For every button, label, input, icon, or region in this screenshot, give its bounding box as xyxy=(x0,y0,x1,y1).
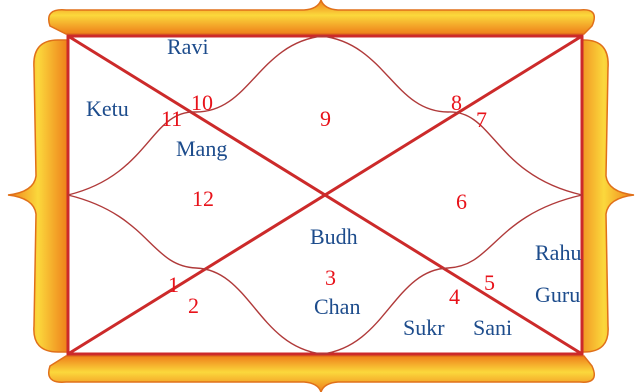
planet-budh: Budh xyxy=(310,224,358,249)
house-number-2: 2 xyxy=(188,293,199,318)
decorative-frame xyxy=(7,0,635,392)
house-number-8: 8 xyxy=(451,90,462,115)
planet-labels: Ravi Ketu Mang Budh Chan Sukr Sani Rahu … xyxy=(86,34,581,340)
house-number-10: 10 xyxy=(191,90,213,115)
frame-left-brace xyxy=(7,39,69,353)
house-number-7: 7 xyxy=(476,107,487,132)
house-number-1: 1 xyxy=(168,272,179,297)
frame-bottom-brace xyxy=(48,355,595,392)
frame-top-brace xyxy=(48,0,595,35)
frame-right-brace xyxy=(573,39,635,353)
house-number-12: 12 xyxy=(192,186,214,211)
house-number-6: 6 xyxy=(456,189,467,214)
house-number-3: 3 xyxy=(325,265,336,290)
planet-rahu: Rahu xyxy=(535,240,581,265)
house-number-5: 5 xyxy=(484,270,495,295)
planet-ketu: Ketu xyxy=(86,96,129,121)
house-number-9: 9 xyxy=(320,106,331,131)
diagonal-line-2 xyxy=(67,34,583,356)
planet-sani: Sani xyxy=(473,315,512,340)
house-number-11: 11 xyxy=(161,106,182,131)
planet-mang: Mang xyxy=(176,136,227,161)
house-number-4: 4 xyxy=(449,284,460,309)
planet-guru: Guru xyxy=(535,282,580,307)
house-numbers: 1 2 3 4 5 6 7 8 9 10 11 12 xyxy=(161,90,495,318)
planet-chan: Chan xyxy=(314,294,360,319)
planet-sukr: Sukr xyxy=(403,315,445,340)
planet-ravi: Ravi xyxy=(167,34,209,59)
inner-curves xyxy=(67,35,583,355)
